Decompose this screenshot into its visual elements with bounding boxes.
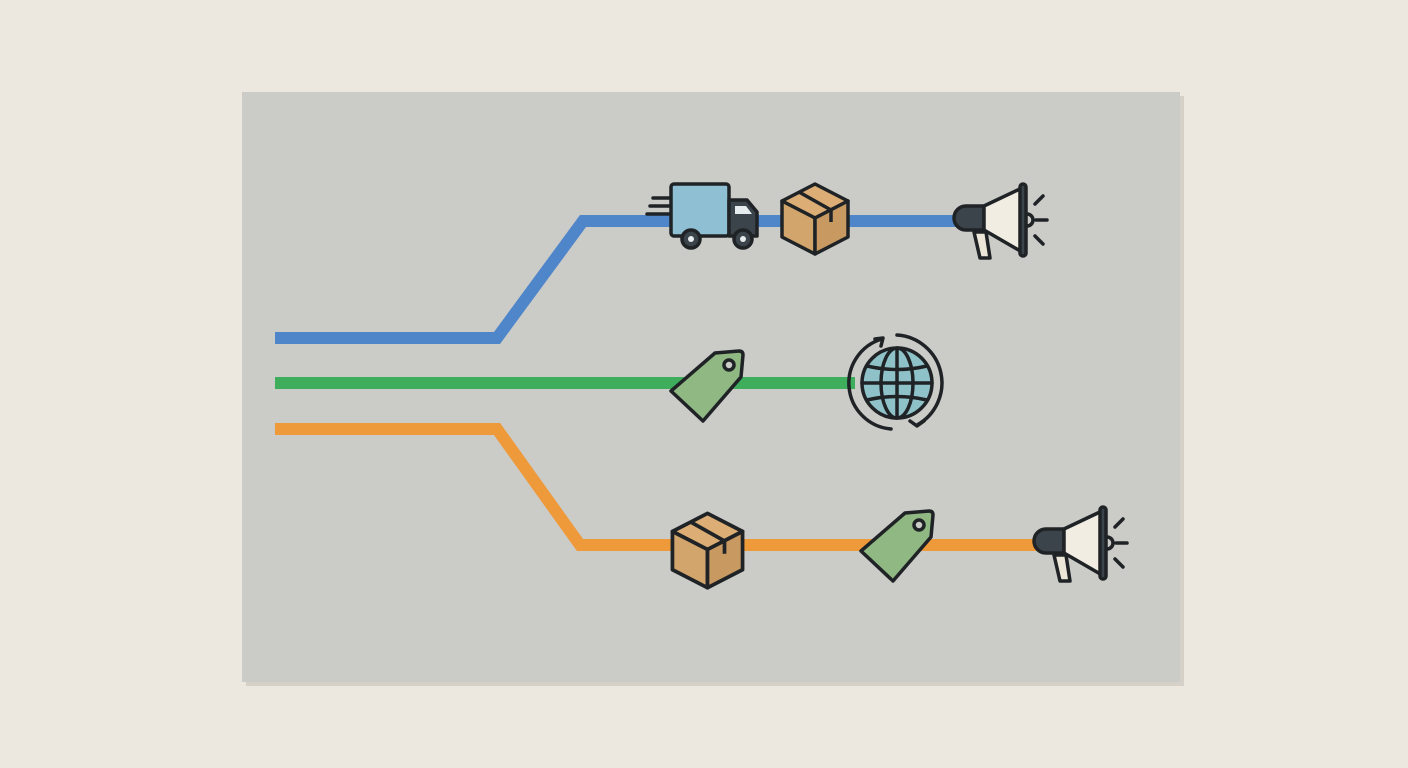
- top-path-line: [275, 215, 960, 344]
- box-icon: [780, 182, 850, 256]
- box-icon: [670, 511, 745, 590]
- globe-sync-icon: [847, 333, 944, 431]
- bottom-path-line: [275, 423, 1040, 551]
